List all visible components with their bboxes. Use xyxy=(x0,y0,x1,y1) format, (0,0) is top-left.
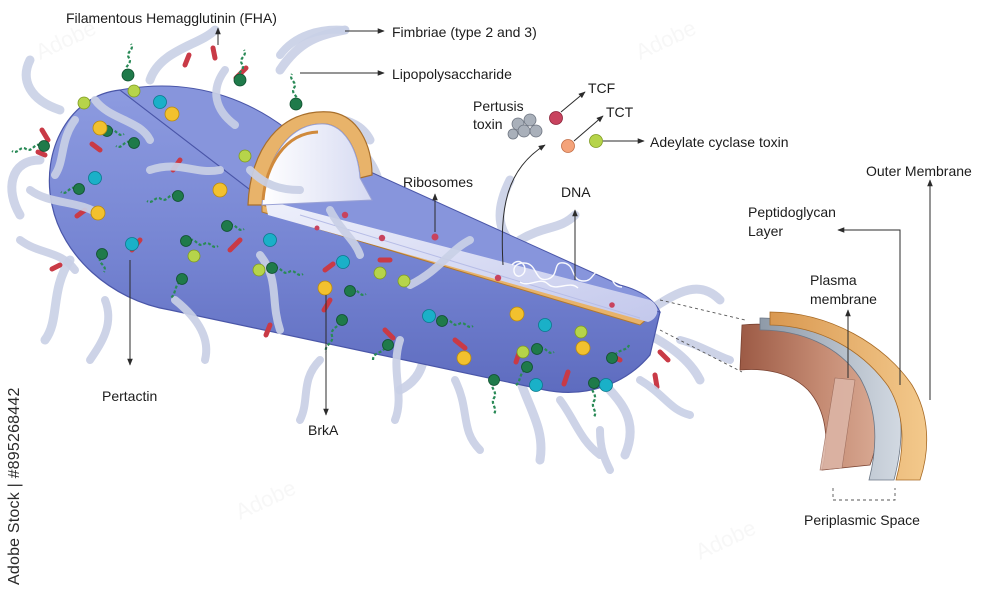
label-brka: BrkA xyxy=(308,422,339,438)
particles-yellow xyxy=(90,106,591,366)
label-pertactin: Pertactin xyxy=(102,388,158,404)
label-lipopolysaccharide: Lipopolysaccharide xyxy=(392,66,512,82)
label-tcf: TCF xyxy=(588,80,616,96)
label-adenylate-cyclase-toxin: Adeylate cyclase toxin xyxy=(650,134,789,150)
zoom-connector xyxy=(659,299,746,373)
pertussis-toxin-cluster xyxy=(507,113,543,140)
label-periplasmic-space: Periplasmic Space xyxy=(804,512,920,528)
svg-text:Adobe: Adobe xyxy=(632,15,700,65)
fimbriae-front xyxy=(16,25,734,474)
svg-text:Adobe: Adobe xyxy=(232,475,300,525)
label-ribosomes: Ribosomes xyxy=(403,174,474,190)
stock-watermark: Adobe Stock | #895268442 xyxy=(6,387,23,585)
cut-end-cap xyxy=(247,111,373,206)
cutaway-interior xyxy=(261,200,658,326)
particles-lime xyxy=(77,84,588,359)
ribosomes-inside xyxy=(314,211,615,308)
membrane-layers xyxy=(739,311,928,481)
label-pertussis-toxin-line2: toxin xyxy=(473,116,503,132)
svg-text:Adobe: Adobe xyxy=(692,515,760,565)
leader-lines xyxy=(127,27,933,416)
label-outer-membrane: Outer Membrane xyxy=(866,163,972,179)
periplasmic-bracket xyxy=(832,488,896,501)
fha-bulbs xyxy=(38,68,618,389)
label-tct: TCT xyxy=(606,104,634,120)
label-peptidoglycan-line1: Peptidoglycan xyxy=(748,204,836,220)
label-fha: Filamentous Hemagglutinin (FHA) xyxy=(66,10,277,26)
particles-cyan xyxy=(88,95,613,392)
tct-molecule xyxy=(561,139,575,153)
adenylate-cyclase-molecule xyxy=(589,134,603,148)
label-plasma-line1: Plasma xyxy=(810,272,857,288)
dna-coil xyxy=(511,260,623,289)
tcf-molecule xyxy=(549,111,563,125)
label-dna: DNA xyxy=(561,184,591,200)
label-plasma-line2: membrane xyxy=(810,291,877,307)
label-peptidoglycan-line2: Layer xyxy=(748,223,784,239)
label-fimbriae: Fimbriae (type 2 and 3) xyxy=(392,24,537,40)
label-pertussis-toxin-line1: Pertusis xyxy=(473,98,524,114)
